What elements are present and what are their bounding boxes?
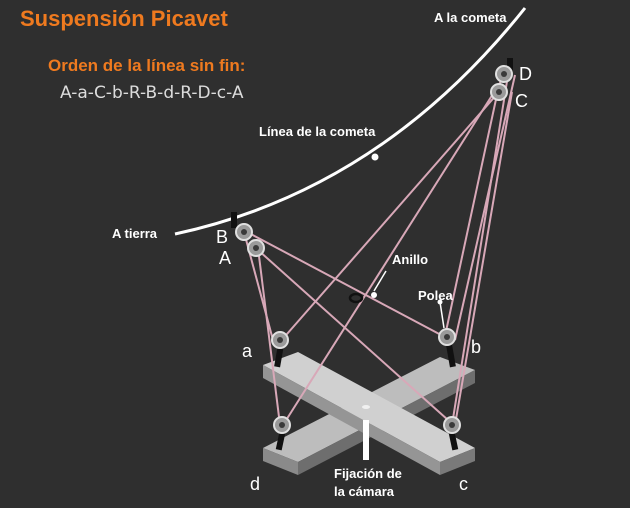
order-sequence: A-a-C-b-R-B-d-R-D-c-A [60,83,244,103]
point-label-a: a [242,341,253,361]
camera-mount-post [363,420,369,460]
segment-a-d [257,247,281,426]
cross-center-hole [362,405,370,409]
pulley-mount-right [507,58,513,72]
segment-D-c [451,74,509,426]
label-ring: Anillo [392,252,429,267]
cross-bar-2-front [440,448,475,475]
label-camera-mount-1: Fijación de [334,466,402,481]
ring-pointer-dot [371,292,377,298]
lower-pulleys [271,328,461,451]
label-to-kite: A la cometa [434,10,507,25]
label-to-ground: A tierra [112,226,158,241]
pulley-pointer [439,301,445,329]
segment-D-d [282,74,506,426]
diagram-title: Suspensión Picavet [20,6,228,31]
endless-line [243,74,516,426]
kite-line-marker [371,153,379,161]
point-label-b: b [471,337,482,357]
cross-bar-1-side [263,448,298,475]
point-label-d: d [250,474,261,494]
pulley-mount-left [231,212,237,228]
segment-C-a [279,92,499,343]
ring-pointer [373,270,387,292]
wooden-cross [263,352,475,475]
cross-bar-2-side [263,365,440,475]
segment-C-b [444,89,499,337]
segment-B-b [246,231,444,337]
ring-icon [348,292,364,304]
label-pulley: Polea [418,288,453,303]
segment-C-c [454,91,513,426]
kite-line [174,7,527,236]
label-kite-line: Línea de la cometa [259,124,376,139]
point-label-C: C [515,91,528,111]
point-label-c: c [459,474,468,494]
point-label-A: A [219,248,232,268]
label-camera-mount-2: la cámara [334,484,394,499]
upper-pulleys-left [231,212,265,257]
segment-D-b [454,74,516,341]
upper-pulleys-right [490,58,513,101]
order-heading: Orden de la línea sin fin: [48,56,246,75]
point-label-D: D [519,64,532,84]
segment-A-c [257,249,449,421]
point-label-B: B [216,227,229,247]
